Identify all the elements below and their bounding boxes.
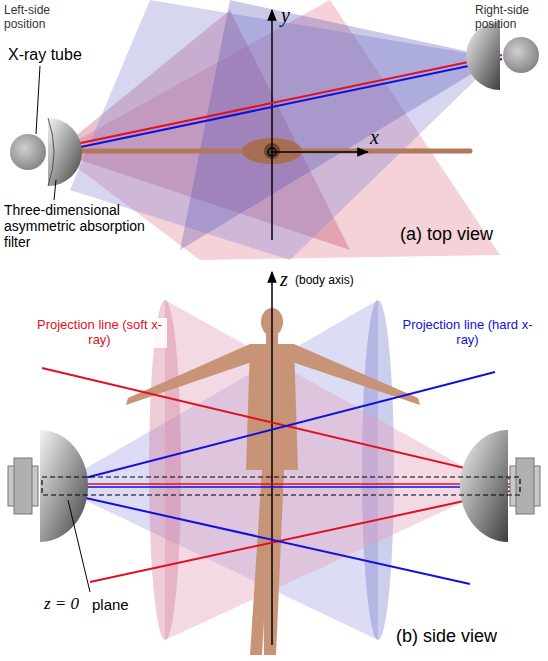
- part-label: Three-dimensional asymmetric absorption …: [4, 202, 174, 250]
- projection-label: Projection line (soft x-ray): [32, 318, 167, 348]
- panel-label: (b) side view: [396, 626, 497, 647]
- axis-label: x: [370, 126, 379, 149]
- position-label: Left-side position: [4, 4, 74, 32]
- side-view: [8, 272, 540, 655]
- panel-label: (a) top view: [400, 224, 493, 245]
- plane-label: z = 0: [44, 594, 79, 614]
- part-label: X-ray tube: [8, 46, 98, 64]
- projection-label: Projection line (hard x-ray): [400, 318, 535, 348]
- plane-label: plane: [92, 596, 129, 613]
- human-figure: [126, 308, 420, 655]
- position-label: Right-side position: [475, 4, 545, 32]
- axis-label: (body axis): [293, 274, 356, 288]
- axis-label: z: [280, 268, 288, 291]
- axis-label: y: [281, 4, 290, 27]
